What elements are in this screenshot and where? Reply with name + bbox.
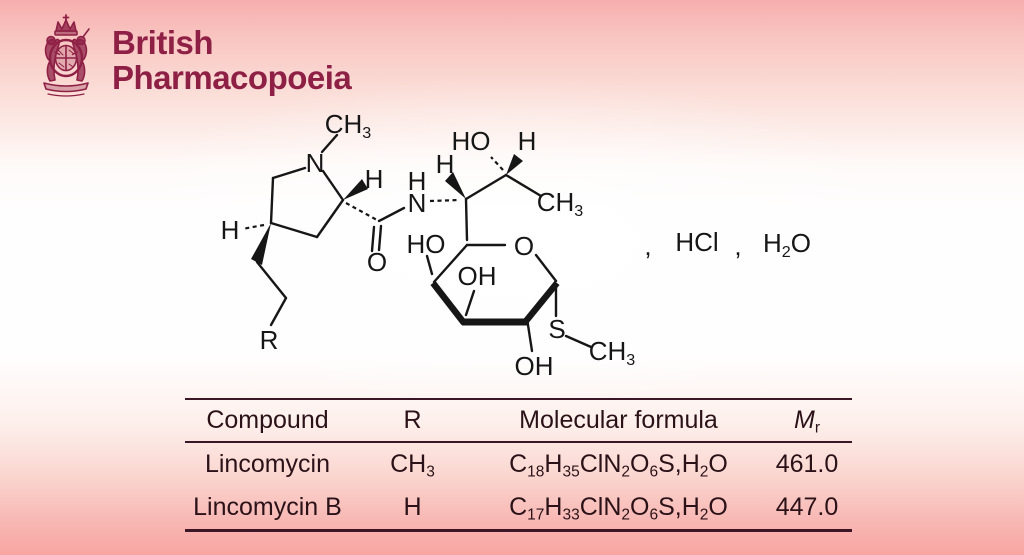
table-row: Lincomycin B H C17H33ClN2O6S,H2O 447.0 [185,486,852,529]
label-thio-s: S [548,314,566,344]
col-header-r: R [403,406,422,434]
label-oh-bottom: OH [514,351,554,381]
label-carbonyl-o: O [366,247,388,277]
label-ring-ho: HO [406,229,446,259]
mr-subscript: r [814,419,820,437]
cell-compound: Lincomycin B [193,493,342,521]
col-header-mr: Mr [794,406,820,437]
label-c8-ho: HO [451,126,491,156]
cell-formula: C18H35ClN2O6S,H2O [509,450,728,481]
label-ring-n: N [305,148,325,178]
mr-symbol: M [794,406,815,434]
brand-title: British Pharmacopoeia [112,24,352,96]
col-header-compound: Compound [206,406,329,434]
label-c8-h: H [517,126,537,156]
cell-formula: C17H33ClN2O6S,H2O [509,493,728,524]
royal-coat-of-arms-icon [43,14,90,97]
label-salt-hcl: HCl [675,227,719,257]
cell-compound: Lincomycin [204,450,331,478]
label-salt-comma1: , [644,231,652,261]
cell-mr: 461.0 [775,450,839,478]
label-n-methyl: CH3 [324,109,372,142]
label-salt-comma2: , [734,231,742,261]
label-r-group: R [259,325,279,355]
label-c2-h: H [364,164,384,194]
brand-line2: Pharmacopoeia [112,59,352,96]
label-ring-o: O [513,231,535,261]
cell-mr: 447.0 [775,493,839,521]
table-header-row: Compound R Molecular formula Mr [185,400,852,443]
cell-r: H [403,493,422,521]
label-c8-methyl: CH3 [536,187,584,220]
compound-table: Compound R Molecular formula Mr Lincomyc… [185,398,852,532]
label-amide-h: H [407,166,427,196]
label-oh-axial: OH [457,261,497,291]
label-c7-h: H [435,149,455,179]
label-c4-h: H [220,215,240,245]
brand-line1: British [112,24,214,61]
col-header-formula: Molecular formula [519,406,718,434]
table-row: Lincomycin CH3 C18H35ClN2O6S,H2O 461.0 [185,443,852,486]
label-s-methyl: CH3 [588,336,636,369]
cell-r: CH3 [390,450,435,481]
label-amide-n: N [407,188,427,218]
label-salt-h2o: H2O [763,228,811,261]
